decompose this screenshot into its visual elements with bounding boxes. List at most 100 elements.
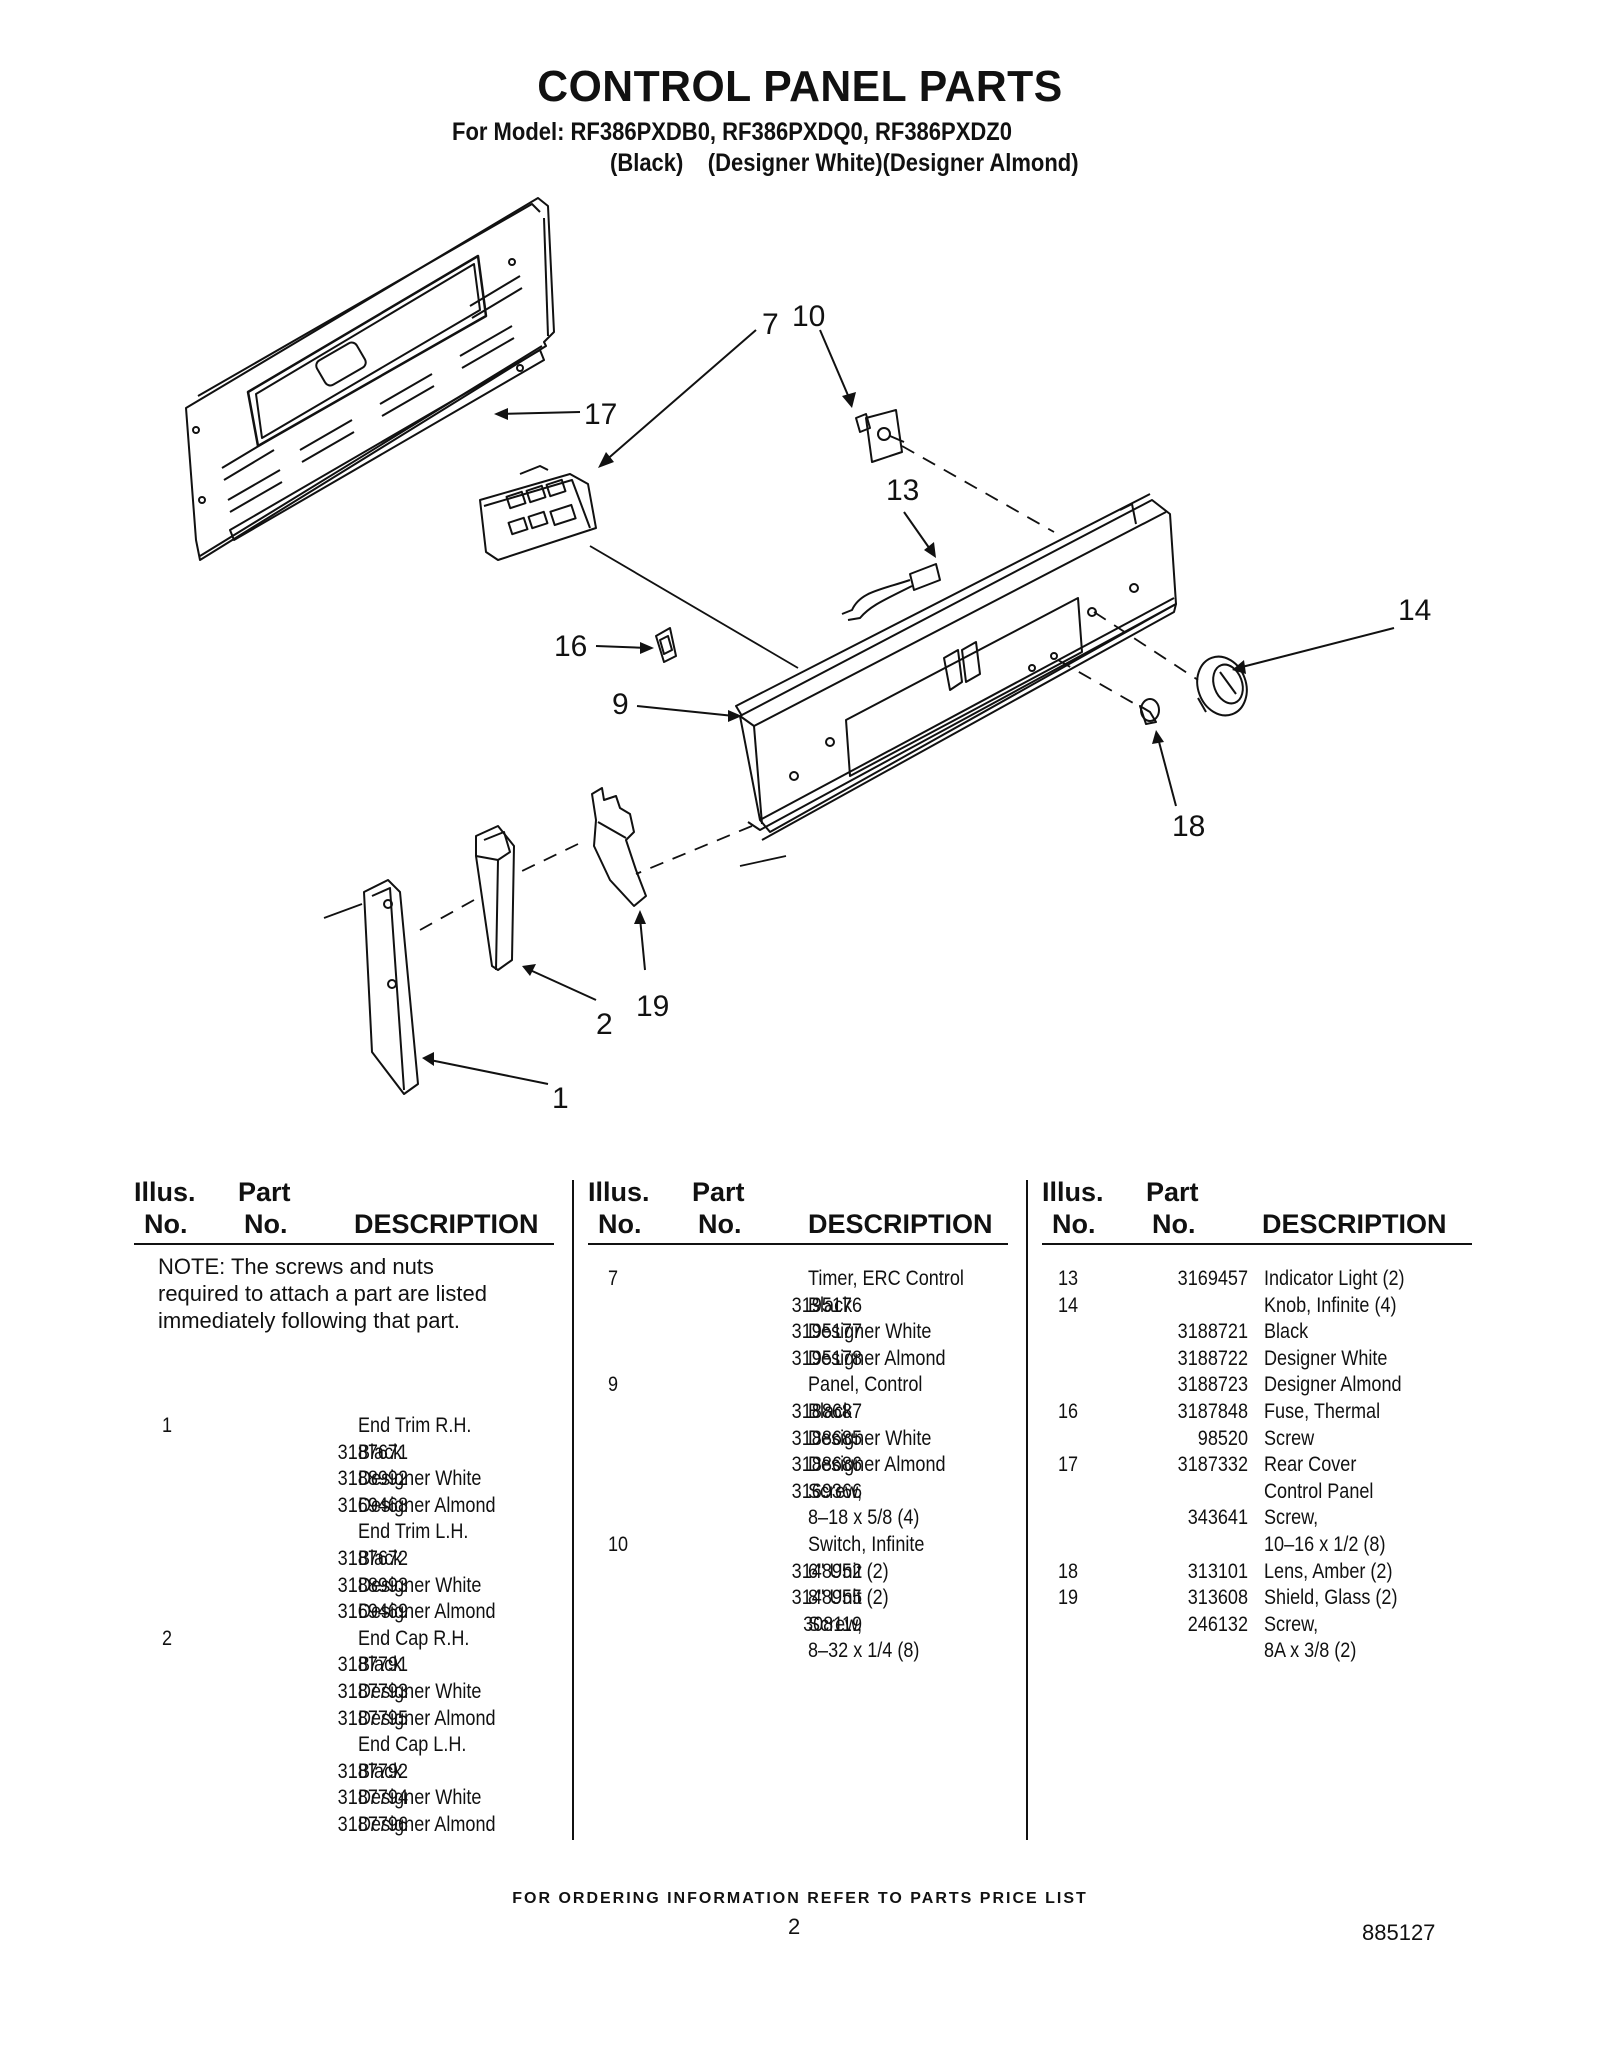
part-number: 3169457 — [1177, 1267, 1248, 1290]
part-end-cap — [475, 825, 515, 971]
header-description: DESCRIPTION — [1262, 1209, 1447, 1239]
part-description: Designer Almond — [358, 1600, 496, 1624]
document-number: 885127 — [1362, 1920, 1436, 1945]
header-rule — [134, 1243, 554, 1245]
callout-14: 14 — [1398, 594, 1431, 627]
part-description: Black — [808, 1399, 853, 1423]
part-number: 3169469 — [337, 1600, 408, 1624]
part-number: 3187792 — [337, 1759, 408, 1783]
part-description: Knob, Infinite (4) — [1264, 1293, 1397, 1317]
part-number: 3187672 — [337, 1546, 408, 1570]
part-description: Designer Almond — [358, 1493, 496, 1517]
callout-13: 13 — [886, 474, 919, 507]
table-row: 8A x 3/8 (2) — [0, 1639, 1500, 1666]
part-description: Designer White — [808, 1320, 932, 1344]
table-row: 10–16 x 1/2 (8) — [0, 1533, 1500, 1560]
header-illus: Illus. — [134, 1177, 196, 1207]
header-part-no: No. — [1152, 1209, 1196, 1239]
part-description: Panel, Control — [808, 1373, 923, 1397]
header-description: DESCRIPTION — [808, 1209, 993, 1239]
exploded-parts-diagram: 7 10 17 13 14 16 9 18 2 19 1 — [185, 197, 1431, 1110]
callout-18: 18 — [1172, 810, 1205, 843]
part-description: Screw, — [808, 1612, 863, 1636]
column-divider — [1026, 1180, 1028, 1840]
part-description: Designer White — [808, 1426, 932, 1450]
part-number: 3188686 — [791, 1453, 862, 1477]
part-description: Black — [358, 1653, 403, 1677]
part-infinite-switch — [855, 409, 905, 463]
page-title: CONTROL PANEL PARTS — [537, 62, 1063, 111]
part-number: 3195176 — [791, 1293, 862, 1317]
part-description: Fuse, Thermal — [1264, 1399, 1381, 1423]
part-description: Black — [1264, 1320, 1309, 1344]
header-illus-no: No. — [1052, 1209, 1096, 1239]
header-rule — [1042, 1243, 1472, 1245]
part-thermal-fuse — [655, 627, 677, 663]
part-description: Switch, Infinite — [808, 1532, 925, 1556]
callout-7: 7 — [762, 308, 779, 341]
part-number: 3188722 — [1177, 1346, 1248, 1370]
callout-19: 19 — [636, 990, 669, 1023]
part-number: 3188992 — [337, 1467, 408, 1491]
header-part-no: No. — [244, 1209, 288, 1239]
part-description: 8A x 3/8 (2) — [1264, 1639, 1357, 1663]
part-description: Designer Almond — [358, 1812, 496, 1836]
part-number: 3169366 — [791, 1479, 862, 1503]
part-description: 8" Unit (2) — [808, 1586, 889, 1610]
part-description: Indicator Light (2) — [1264, 1267, 1405, 1290]
illus-number: 2 — [162, 1626, 173, 1650]
part-indicator-light — [841, 563, 941, 621]
part-description: Designer Almond — [1264, 1373, 1402, 1397]
model-line: For Model: RF386PXDB0, RF386PXDQ0, RF386… — [452, 118, 1012, 146]
part-description: End Trim R.H. — [358, 1414, 472, 1437]
part-number: 308119 — [803, 1612, 862, 1636]
part-number: 3187795 — [337, 1706, 408, 1730]
part-description: 8–18 x 5/8 (4) — [808, 1506, 920, 1530]
color-line: (Black) (Designer White)(Designer Almond… — [610, 149, 1079, 177]
part-number: 3187791 — [337, 1653, 408, 1677]
part-number: 3187794 — [337, 1786, 408, 1810]
header-part: Part — [238, 1177, 291, 1207]
part-number: 3148952 — [791, 1559, 862, 1583]
part-amber-lens — [1139, 698, 1160, 725]
illus-number: 10 — [608, 1532, 629, 1556]
part-glass-shield — [591, 787, 647, 907]
header-illus: Illus. — [588, 1177, 650, 1207]
illus-number: 16 — [1058, 1399, 1079, 1423]
part-description: Designer Almond — [808, 1453, 946, 1477]
part-description: Black — [358, 1440, 403, 1464]
part-description: Screw, — [1264, 1612, 1319, 1636]
illus-number: 17 — [1058, 1453, 1079, 1477]
part-number: 3188685 — [791, 1426, 862, 1450]
part-description: Screw, — [808, 1479, 863, 1503]
part-description: Control Panel — [1264, 1479, 1374, 1503]
part-number: 343641 — [1187, 1506, 1248, 1530]
part-description: Timer, ERC Control — [808, 1267, 964, 1290]
illus-number: 1 — [162, 1414, 173, 1437]
